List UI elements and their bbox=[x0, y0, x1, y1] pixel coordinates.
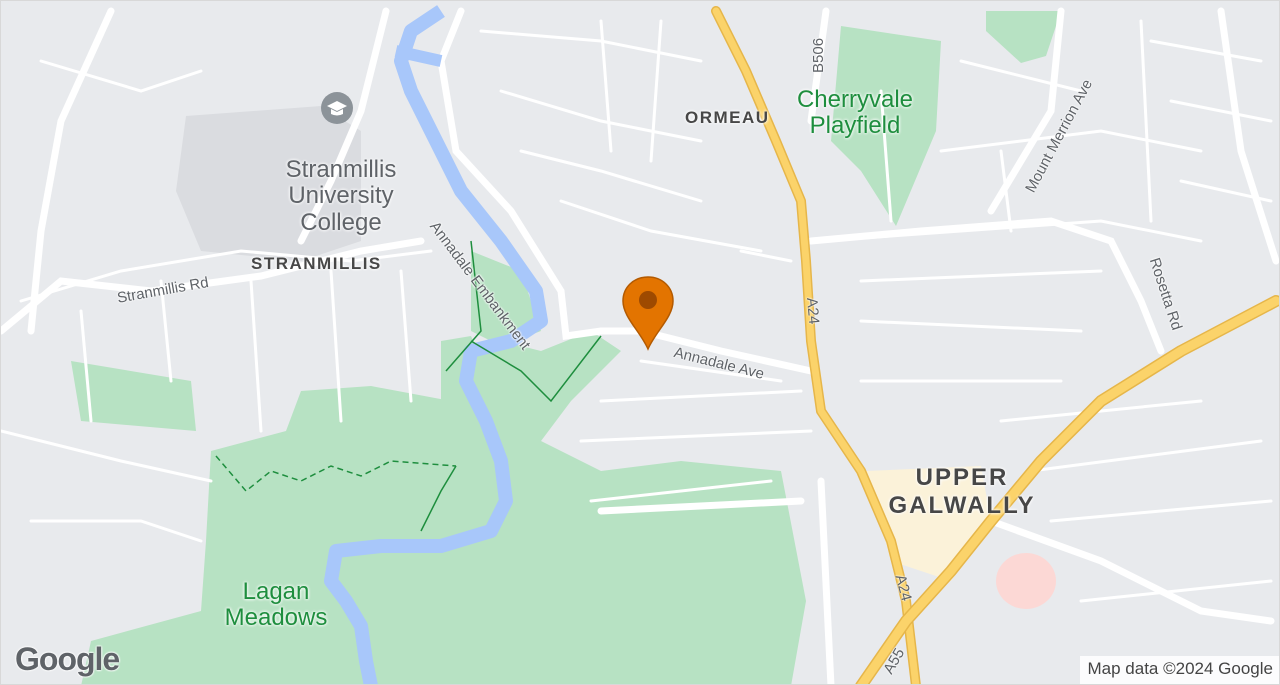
road-label-b506: B506 bbox=[810, 37, 827, 73]
map-attribution[interactable]: Map data ©2024 Google bbox=[1079, 656, 1279, 684]
google-logo: Google bbox=[15, 641, 120, 677]
upper-galwally-line-2: GALWALLY bbox=[888, 491, 1036, 519]
cherryvale-line-1: Cherryvale bbox=[796, 86, 914, 113]
place-label-ormeau: ORMEAU bbox=[685, 108, 770, 127]
college-line-1: Stranmillis bbox=[285, 156, 397, 183]
graduation-cap-icon bbox=[321, 92, 353, 124]
poi-label-stranmillis-college[interactable]: Stranmillis University College bbox=[259, 156, 423, 236]
road-label-a24-north: A24 bbox=[803, 296, 823, 325]
cherryvale-park-area bbox=[831, 26, 941, 226]
park-label-lagan-meadows[interactable]: Lagan Meadows bbox=[206, 578, 346, 632]
lagan-line-2: Meadows bbox=[224, 604, 328, 632]
map-pin-icon[interactable] bbox=[618, 273, 678, 353]
park-label-cherryvale[interactable]: Cherryvale Playfield bbox=[785, 86, 925, 140]
college-line-3: College bbox=[300, 208, 382, 236]
lagan-line-1: Lagan bbox=[242, 578, 310, 605]
cherryvale-line-2: Playfield bbox=[809, 112, 901, 140]
upper-galwally-line-1: UPPER bbox=[915, 464, 1009, 491]
river-lagan bbox=[324, 5, 548, 684]
place-label-upper-galwally: UPPER GALWALLY bbox=[879, 464, 1045, 519]
college-line-2: University bbox=[288, 182, 394, 210]
lagan-meadows-park-area bbox=[81, 331, 806, 684]
place-label-stranmillis: STRANMILLIS bbox=[251, 254, 382, 273]
